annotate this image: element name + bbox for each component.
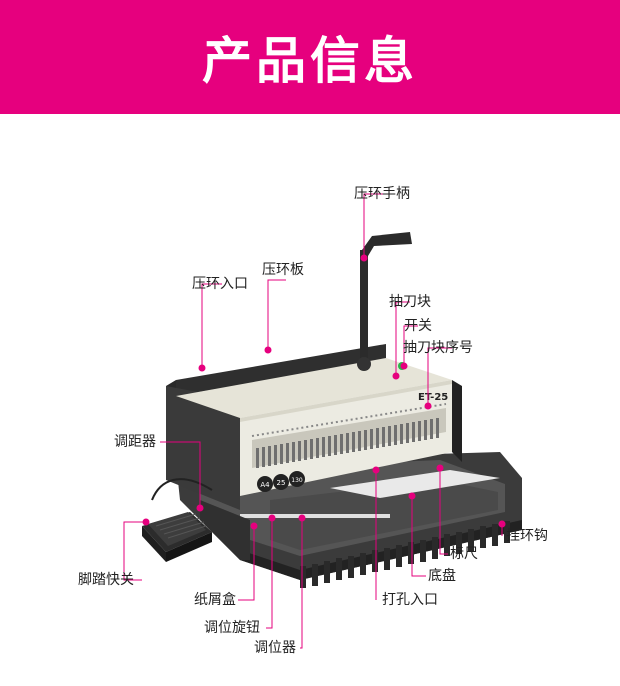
label-hook: 挂环钩 [506, 528, 548, 544]
product-figure: A4 25 130 ET-25 [0, 114, 620, 686]
badge-130-text: 130 [291, 477, 303, 484]
label-plate: 压环板 [262, 262, 304, 278]
label-foot-switch: 脚踏快关 [78, 572, 134, 588]
label-ruler: 标尺 [450, 546, 478, 562]
label-knob: 调位旋钮 [204, 620, 260, 636]
label-spacing: 调距器 [114, 434, 156, 450]
header-banner: 产品信息 [0, 0, 620, 114]
leader-dots [142, 254, 506, 530]
punch-teeth [256, 418, 439, 468]
label-handle: 压环手柄 [354, 186, 410, 202]
front-badges: A4 25 130 [257, 471, 305, 492]
label-adjuster: 调位器 [254, 640, 296, 656]
leader-lines [123, 193, 503, 649]
label-tray: 纸屑盒 [194, 592, 236, 608]
press-handle [357, 232, 412, 371]
machine-body [166, 344, 462, 510]
badge-a4-text: A4 [260, 481, 270, 489]
binding-machine-illustration: A4 25 130 ET-25 [123, 193, 522, 649]
foot-pedal [142, 478, 213, 562]
model-label: ET-25 [418, 392, 448, 403]
label-punch-entry: 打孔入口 [382, 592, 438, 608]
page-title: 产品信息 [202, 32, 418, 90]
badge-25-text: 25 [277, 479, 286, 487]
label-entry: 压环入口 [192, 276, 248, 292]
label-base: 底盘 [428, 568, 456, 584]
label-blade-number: 抽刀块序号 [403, 340, 473, 356]
label-blade-block: 抽刀块 [389, 294, 431, 310]
label-switch: 开关 [404, 318, 432, 334]
